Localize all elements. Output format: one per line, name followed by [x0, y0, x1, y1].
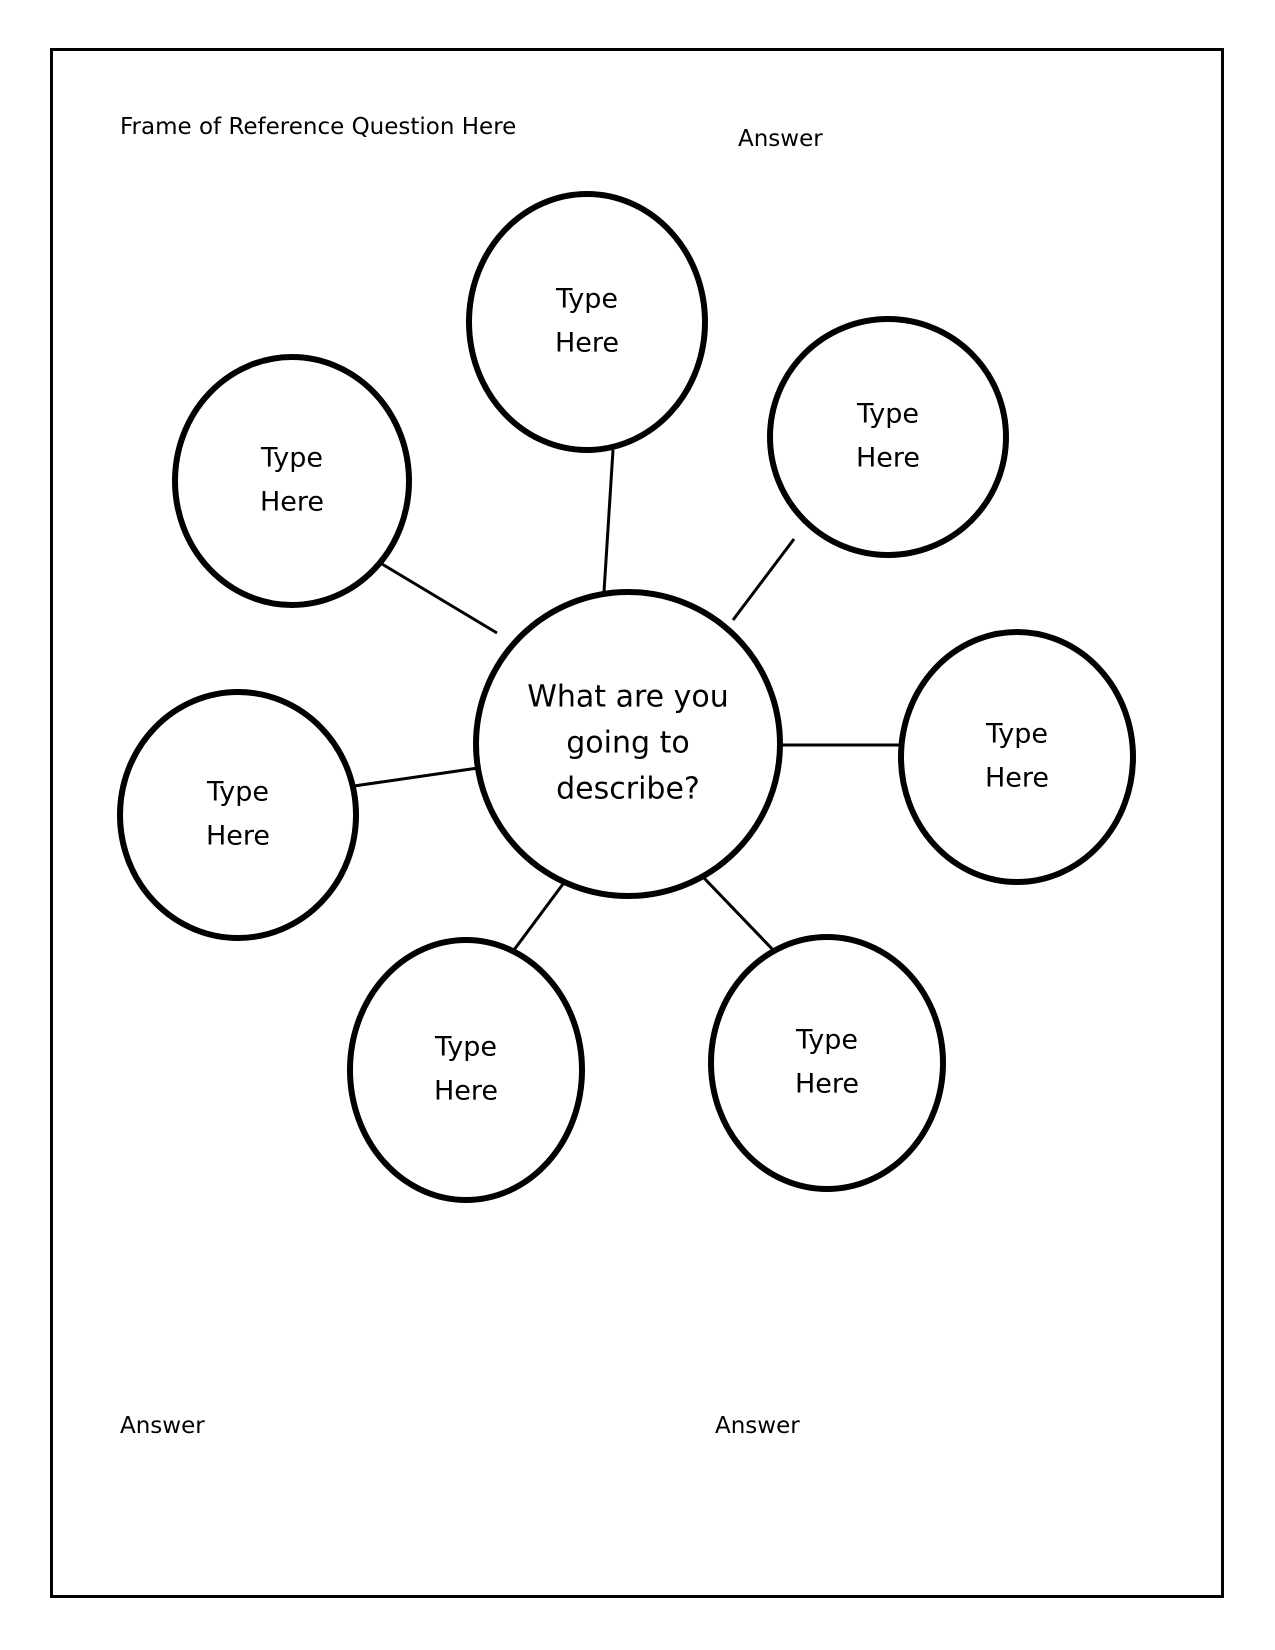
bubble-bottom-left-label-line-2: Here [434, 1076, 498, 1107]
connector-top [602, 449, 615, 593]
center-bubble-group: What are you going to describe? [473, 589, 783, 899]
bubble-left-label-line-1: Type [206, 777, 269, 808]
center-bubble[interactable] [473, 589, 783, 899]
center-bubble-label-line-3: describe? [556, 772, 700, 807]
bubble-top-left-label-line-1: Type [260, 443, 323, 474]
bubble-bottom-right-label-line-2: Here [795, 1069, 859, 1100]
bubble-top-left[interactable] [172, 354, 412, 608]
frame-of-reference-question-label: Frame of Reference Question Here [120, 114, 517, 140]
bubble-bottom-left[interactable] [347, 937, 585, 1203]
connector-left [353, 766, 479, 788]
connector-bottom-right [702, 876, 778, 955]
bubble-top[interactable] [466, 191, 708, 453]
bubble-bottom-left-label-line-1: Type [434, 1032, 497, 1063]
bubble-top-right[interactable] [767, 316, 1009, 558]
connector-top-right [731, 538, 796, 621]
bubble-top-right-label-line-2: Here [856, 443, 920, 474]
bubble-top-label-line-2: Here [555, 328, 619, 359]
center-bubble-label-line-2: going to [566, 726, 689, 761]
bubble-top-label-line-1: Type [555, 284, 618, 315]
bubble-right-label-line-1: Type [985, 719, 1048, 750]
connector-top-left [381, 562, 498, 635]
answer-label-bottom-left: Answer [120, 1413, 205, 1439]
bubble-right[interactable] [898, 629, 1136, 885]
center-bubble-label-line-1: What are you [527, 680, 729, 715]
bubble-bottom-right-label-line-1: Type [795, 1025, 858, 1056]
bubble-left-label-line-2: Here [206, 821, 270, 852]
answer-label-top-right: Answer [738, 126, 823, 152]
page-border [50, 48, 1224, 1598]
bubble-top-left-label-line-2: Here [260, 487, 324, 518]
bubble-left[interactable] [117, 689, 359, 941]
answer-label-bottom-right: Answer [715, 1413, 800, 1439]
bubble-right-label-line-2: Here [985, 763, 1049, 794]
bubble-top-right-label-line-1: Type [856, 399, 919, 430]
bubble-bottom-right[interactable] [708, 934, 946, 1192]
bubbles-group: TypeHereTypeHereTypeHereTypeHereTypeHere… [117, 191, 1136, 1203]
